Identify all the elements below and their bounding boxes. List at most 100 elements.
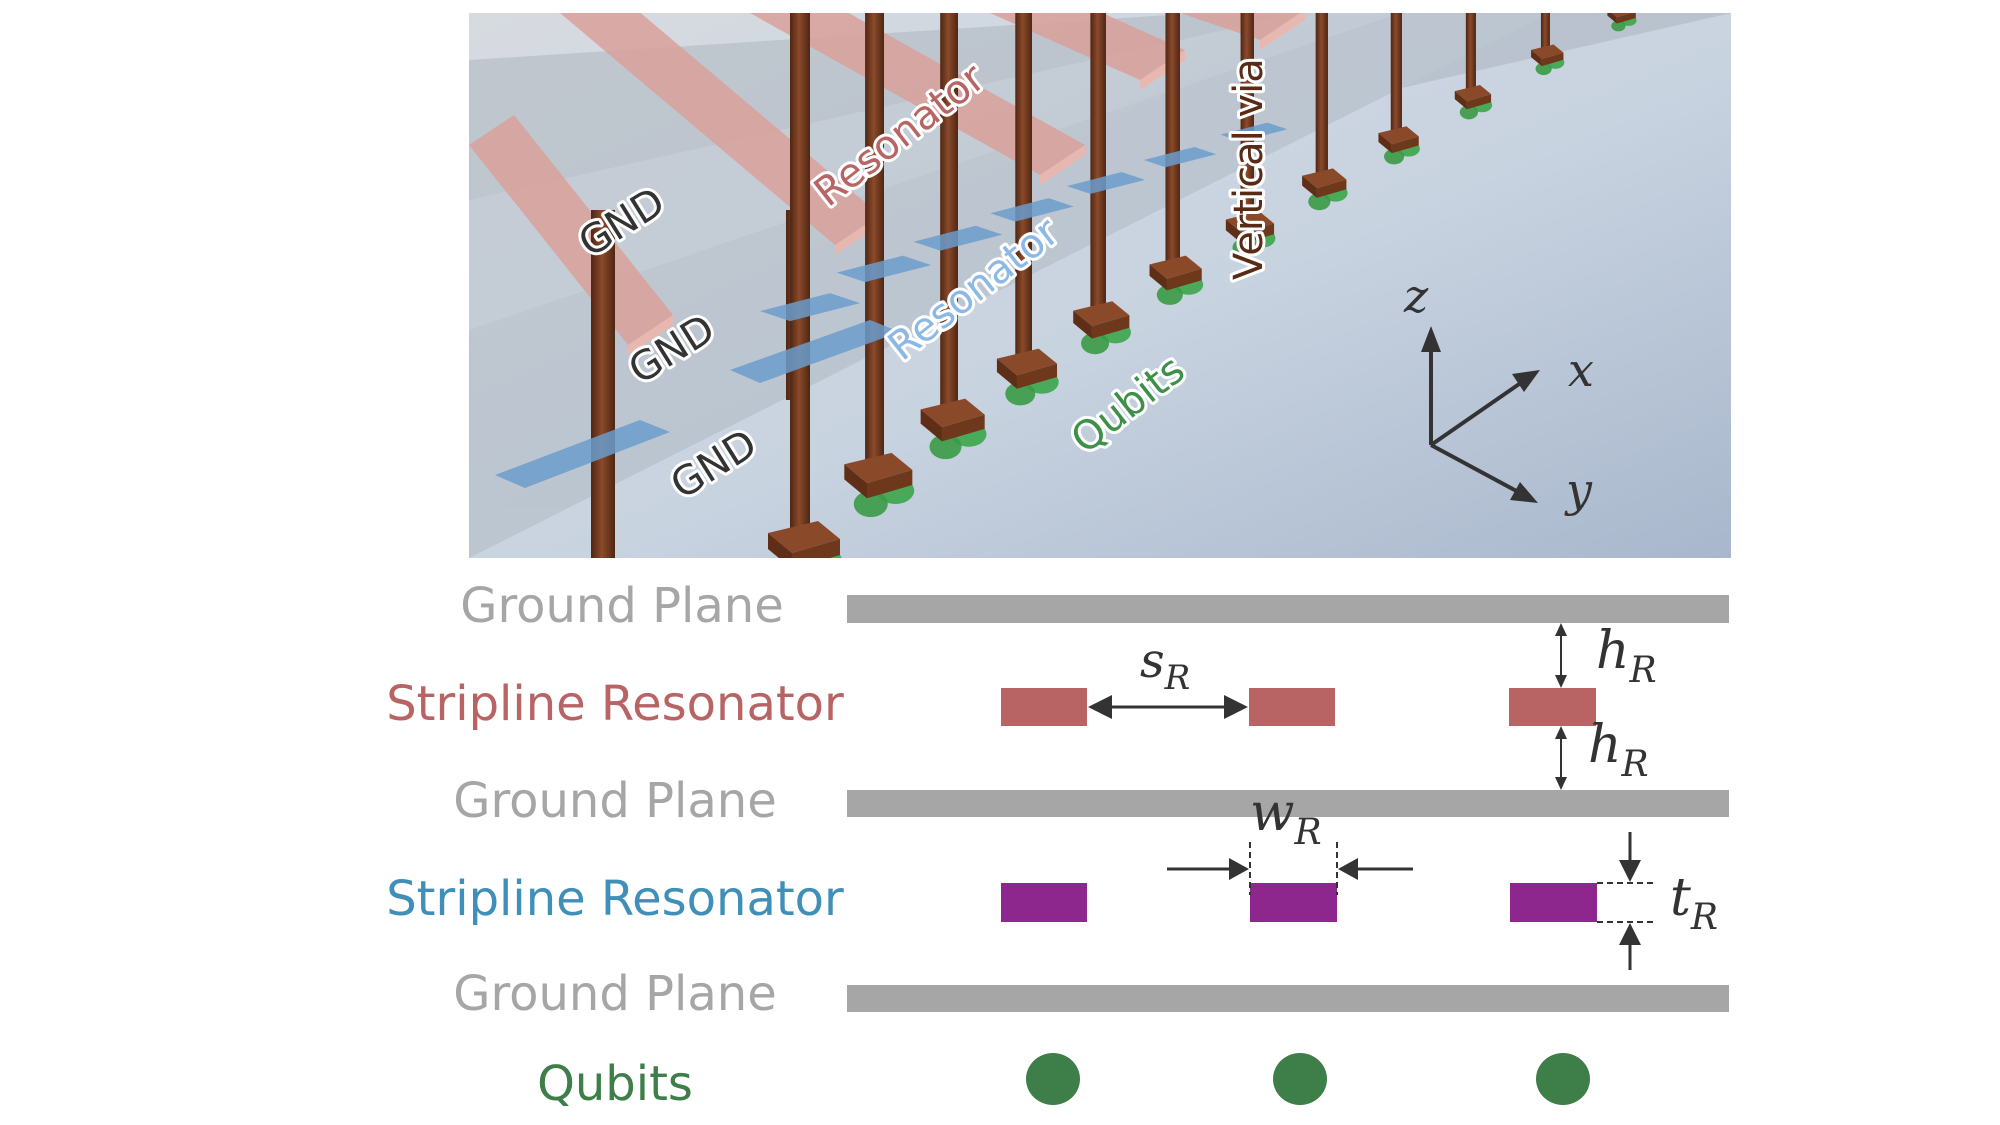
render-via-pad-side: [1149, 264, 1167, 291]
render-via-pad-top: [768, 521, 840, 553]
render-via-pad-top: [920, 398, 985, 428]
w-r-arrow-right-icon: [1229, 858, 1249, 880]
h-r-bottom-arrow-down-icon: [1555, 777, 1567, 790]
axis-label-y: y: [1564, 463, 1593, 517]
render-via-pillar: [1465, 13, 1476, 93]
render-via-pillar: [1540, 13, 1550, 51]
x-axis: [1429, 378, 1527, 447]
render-via-pillar: [1165, 13, 1180, 266]
render-qubit-lobe: [1459, 105, 1478, 120]
label-ground-plane-2: Ground Plane: [453, 773, 776, 829]
resonator-red-1: [1001, 688, 1087, 726]
render-via-pad-top: [996, 348, 1058, 376]
render-via-pad-side: [1454, 91, 1467, 110]
y-arrowhead-icon: [1510, 482, 1538, 503]
render-blue-resonator-plate: [1066, 172, 1145, 194]
render-via-pad-top: [1531, 44, 1564, 59]
w-r-symbol: wR: [1250, 783, 1322, 853]
render-via-pad-top: [1149, 255, 1202, 279]
h-r-top-symbol: hR: [1596, 621, 1657, 691]
render-qubit-lobe: [1156, 284, 1183, 305]
axis-label-x: x: [1568, 343, 1594, 397]
render-via-pad-front: [1166, 268, 1202, 291]
ground-plane-bar-2: [847, 790, 1729, 817]
render-qubit-lobe: [1535, 62, 1552, 76]
h-r-top-arrow-down-icon: [1555, 675, 1567, 688]
label-stripline-resonator-red: Stripline Resonator: [386, 676, 844, 732]
label-qubits: Qubits: [537, 1056, 693, 1112]
render-via-pad-side: [844, 464, 867, 499]
render-via-pad-top: [1378, 126, 1419, 145]
render-via-pad-side: [1607, 13, 1617, 24]
render-via-pad-side: [1378, 133, 1392, 154]
resonator-red-3: [1509, 688, 1596, 726]
render-via-pad-front: [792, 539, 840, 558]
render-via-pad-side: [1531, 49, 1542, 67]
render-via-pad-front: [1616, 13, 1636, 24]
render-via-pad-side: [1073, 310, 1092, 339]
resonator-purple-2: [1250, 883, 1337, 922]
render-resonator-strip-end: [628, 315, 673, 355]
y-axis: [1430, 443, 1523, 496]
render-via-pillar: [865, 13, 884, 467]
qubit-2: [1273, 1053, 1327, 1105]
render-via-pad-front: [1091, 315, 1130, 339]
z-arrowhead-icon: [1421, 326, 1441, 352]
render-qubit-lobe: [1005, 382, 1036, 406]
render-qubit-lobe: [1081, 332, 1110, 355]
render-qubit-lobe: [1232, 238, 1257, 257]
render-resonator-strip-end: [1040, 145, 1085, 185]
render-structures: [469, 13, 1637, 558]
render-via-pillar: [940, 13, 958, 412]
dimension-h-r-top: [1555, 623, 1567, 688]
qubit-1: [1026, 1053, 1080, 1105]
render-panel: GND GND GND Resonator Resonator Vertical…: [469, 13, 1731, 558]
render-via-pad-side: [1302, 175, 1317, 198]
coordinate-axes: [1421, 326, 1540, 503]
render-via-pad-top: [1225, 211, 1275, 233]
render-blue-resonator-plate: [495, 420, 670, 488]
render-blue-resonator-plate: [1143, 146, 1217, 168]
render-via-pad-front: [1016, 363, 1058, 389]
render-qubit-lobe: [853, 490, 888, 518]
resonator-purple-3: [1510, 883, 1597, 922]
render-via-pad-front: [1541, 52, 1564, 67]
label-ground-plane-1: Ground Plane: [460, 578, 783, 634]
render-via-pad-front: [1316, 179, 1347, 198]
h-r-top-arrow-up-icon: [1555, 623, 1567, 636]
t-r-arrow-up-icon: [1619, 923, 1641, 945]
ground-plane-bar-1: [847, 595, 1729, 623]
render-via-pad-front: [1241, 223, 1275, 244]
render-via-pillar: [591, 210, 615, 558]
render-via-pad-top: [844, 452, 913, 484]
resonator-purple-1: [1001, 883, 1087, 922]
render-via-pad-front: [866, 469, 913, 499]
render-blue-resonator-plate: [760, 293, 860, 322]
t-r-symbol: tR: [1670, 868, 1718, 938]
axis-label-z: z: [1403, 269, 1429, 323]
render-via-pad-side: [768, 533, 792, 558]
render-via-pad-side: [920, 409, 942, 442]
render-blue-resonator-plate: [1220, 122, 1288, 142]
h-r-bottom-arrow-up-icon: [1555, 726, 1567, 739]
render-resonator-strip: [469, 115, 673, 345]
dimension-h-r-bottom: [1555, 726, 1567, 790]
dimension-w-r: [1167, 842, 1413, 895]
render-blue-resonator-plate: [836, 255, 932, 283]
resonator-red-2: [1249, 688, 1335, 726]
render-via-pad-top: [1454, 85, 1492, 102]
render-via-pillar: [1315, 13, 1328, 178]
render-via-pad-top: [1611, 13, 1632, 18]
s-r-arrow-left-icon: [1088, 695, 1112, 719]
render-via-pillar: [1090, 13, 1106, 313]
dimension-t-r: [1597, 832, 1655, 970]
render-resonator-strip: [1180, 13, 1301, 40]
render-via-pad-side: [996, 358, 1017, 389]
render-via-pad-top: [1073, 301, 1130, 327]
render-via-pillar: [790, 13, 810, 535]
dimension-s-r: [1088, 695, 1248, 719]
render-resonator-strip-end: [1260, 13, 1305, 50]
render-resonator-strip: [990, 13, 1185, 80]
render-via-pad-top: [1302, 168, 1347, 189]
